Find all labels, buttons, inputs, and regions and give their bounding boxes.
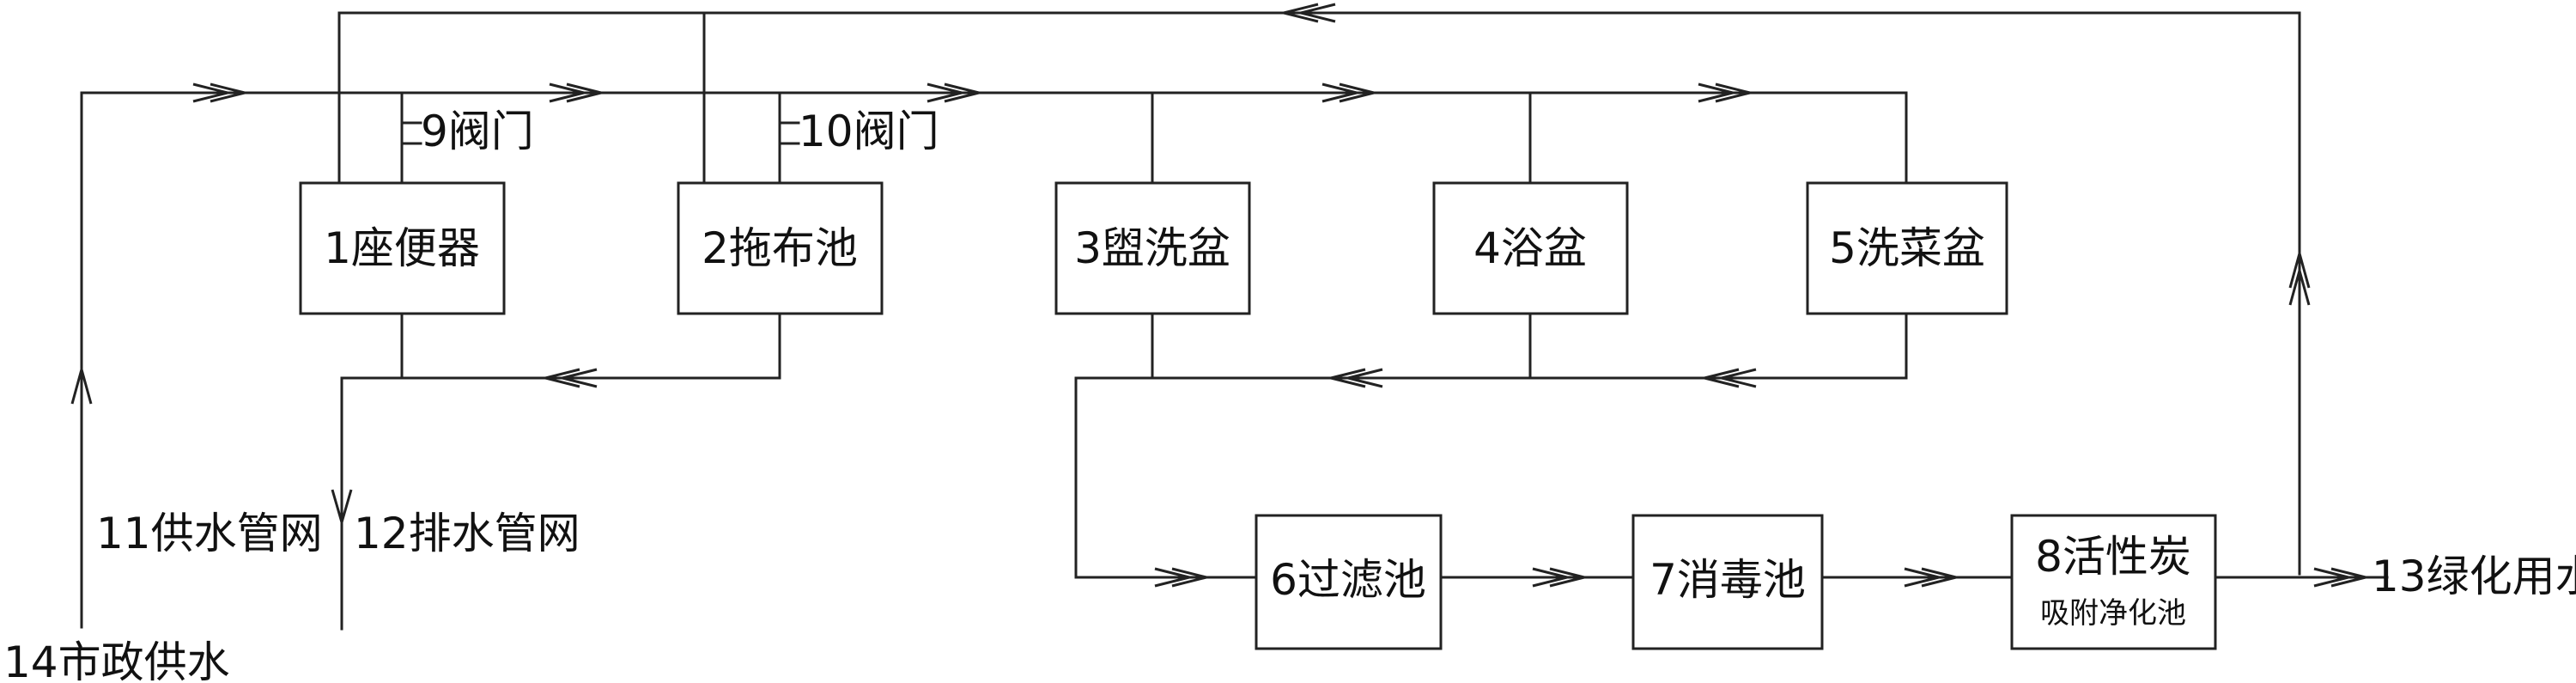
- valve10-label: 10阀门: [799, 107, 939, 156]
- arrow-down-drain: [331, 489, 353, 527]
- box-8-label-line1: 8活性炭: [2035, 532, 2191, 582]
- black-water-drain: [340, 312, 781, 631]
- flow-arrows: [70, 3, 2366, 588]
- box-6: 6过滤池: [1255, 514, 1443, 650]
- supply-pipes: [80, 91, 1908, 629]
- box-5-label: 5洗菜盆: [1829, 223, 1985, 273]
- greening-water-label: 13绿化用水: [2372, 552, 2576, 601]
- arrow-right-greening: [2313, 567, 2366, 588]
- box-1-label: 1座便器: [324, 223, 480, 273]
- valve9-label: 9阀门: [421, 107, 534, 156]
- arrow-right-supply-2: [549, 82, 602, 103]
- arrow-right-supply-5: [1698, 82, 1751, 103]
- arrow-right-supply-4: [1321, 82, 1375, 103]
- grey-water-drain: [1074, 312, 2389, 579]
- box-6-label: 6过滤池: [1270, 555, 1426, 605]
- arrow-up-recycle: [2288, 248, 2311, 306]
- box-7-label: 7消毒池: [1649, 555, 1806, 605]
- box-5: 5洗菜盆: [1806, 181, 2008, 315]
- arrow-left-recycle: [1283, 3, 1336, 23]
- supply-network-label: 11供水管网: [96, 509, 323, 558]
- arrow-left-grey-1: [1330, 368, 1383, 388]
- recycle-pipes: [337, 11, 2301, 576]
- box-7: 7消毒池: [1631, 514, 1824, 650]
- arrow-right-supply-1: [192, 82, 246, 103]
- box-4-label: 4浴盆: [1473, 223, 1587, 273]
- box-4: 4浴盆: [1432, 181, 1629, 315]
- box-2-label: 2拖布池: [702, 223, 858, 273]
- arrow-right-disinfect: [1532, 567, 1585, 588]
- arrow-left-drain: [544, 368, 598, 388]
- box-2: 2拖布池: [677, 181, 884, 315]
- box-8: 8活性炭 吸附净化池: [2010, 514, 2217, 650]
- arrow-left-grey-2: [1704, 368, 1757, 388]
- box-3-label: 3盥洗盆: [1074, 223, 1230, 273]
- box-1: 1座便器: [299, 181, 506, 315]
- box-8-label-line2: 吸附净化池: [2040, 596, 2186, 631]
- municipal-supply-label: 14市政供水: [3, 637, 230, 683]
- arrow-right-supply-3: [927, 82, 980, 103]
- box-3: 3盥洗盆: [1054, 181, 1251, 315]
- arrow-right-filter: [1154, 567, 1207, 588]
- drain-network-label: 12排水管网: [354, 509, 580, 558]
- arrow-right-carbon: [1904, 567, 1957, 588]
